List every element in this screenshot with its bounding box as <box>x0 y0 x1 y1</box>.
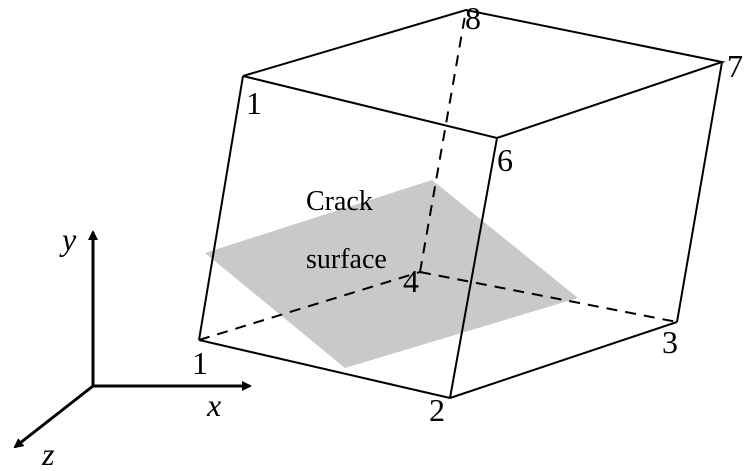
hidden-edge-1-4 <box>198 271 421 341</box>
node-label-4: 4 <box>403 263 419 299</box>
edge-7-3 <box>676 61 723 323</box>
edge-1-2 <box>198 339 451 399</box>
crack-label-line2: surface <box>306 244 387 275</box>
edge-2-3 <box>449 321 678 399</box>
node-label-3: 3 <box>662 324 678 360</box>
node-label-7: 7 <box>727 48 743 84</box>
hidden-edge-4-8 <box>419 9 467 273</box>
crack-label-line1: Crack <box>306 186 373 217</box>
axis-label-y: y <box>59 221 77 257</box>
z-axis-arrow <box>13 384 94 449</box>
axis-label-z: z <box>41 436 55 471</box>
node-label-2: 2 <box>429 392 445 428</box>
coordinate-axes <box>13 230 252 449</box>
edge-top1-bottom1 <box>198 75 244 341</box>
node-label-1-top: 1 <box>246 85 262 121</box>
node-label-8: 8 <box>465 0 481 36</box>
axis-label-x: x <box>206 387 221 423</box>
visible-edges <box>198 8 726 399</box>
node-label-1-bottom: 1 <box>192 345 208 381</box>
edge-6-2 <box>449 137 498 399</box>
hidden-edge-4-3 <box>419 271 678 323</box>
top-face <box>242 8 726 140</box>
crack-surface <box>205 180 578 368</box>
node-label-6: 6 <box>497 142 513 178</box>
hidden-edges <box>198 9 678 341</box>
